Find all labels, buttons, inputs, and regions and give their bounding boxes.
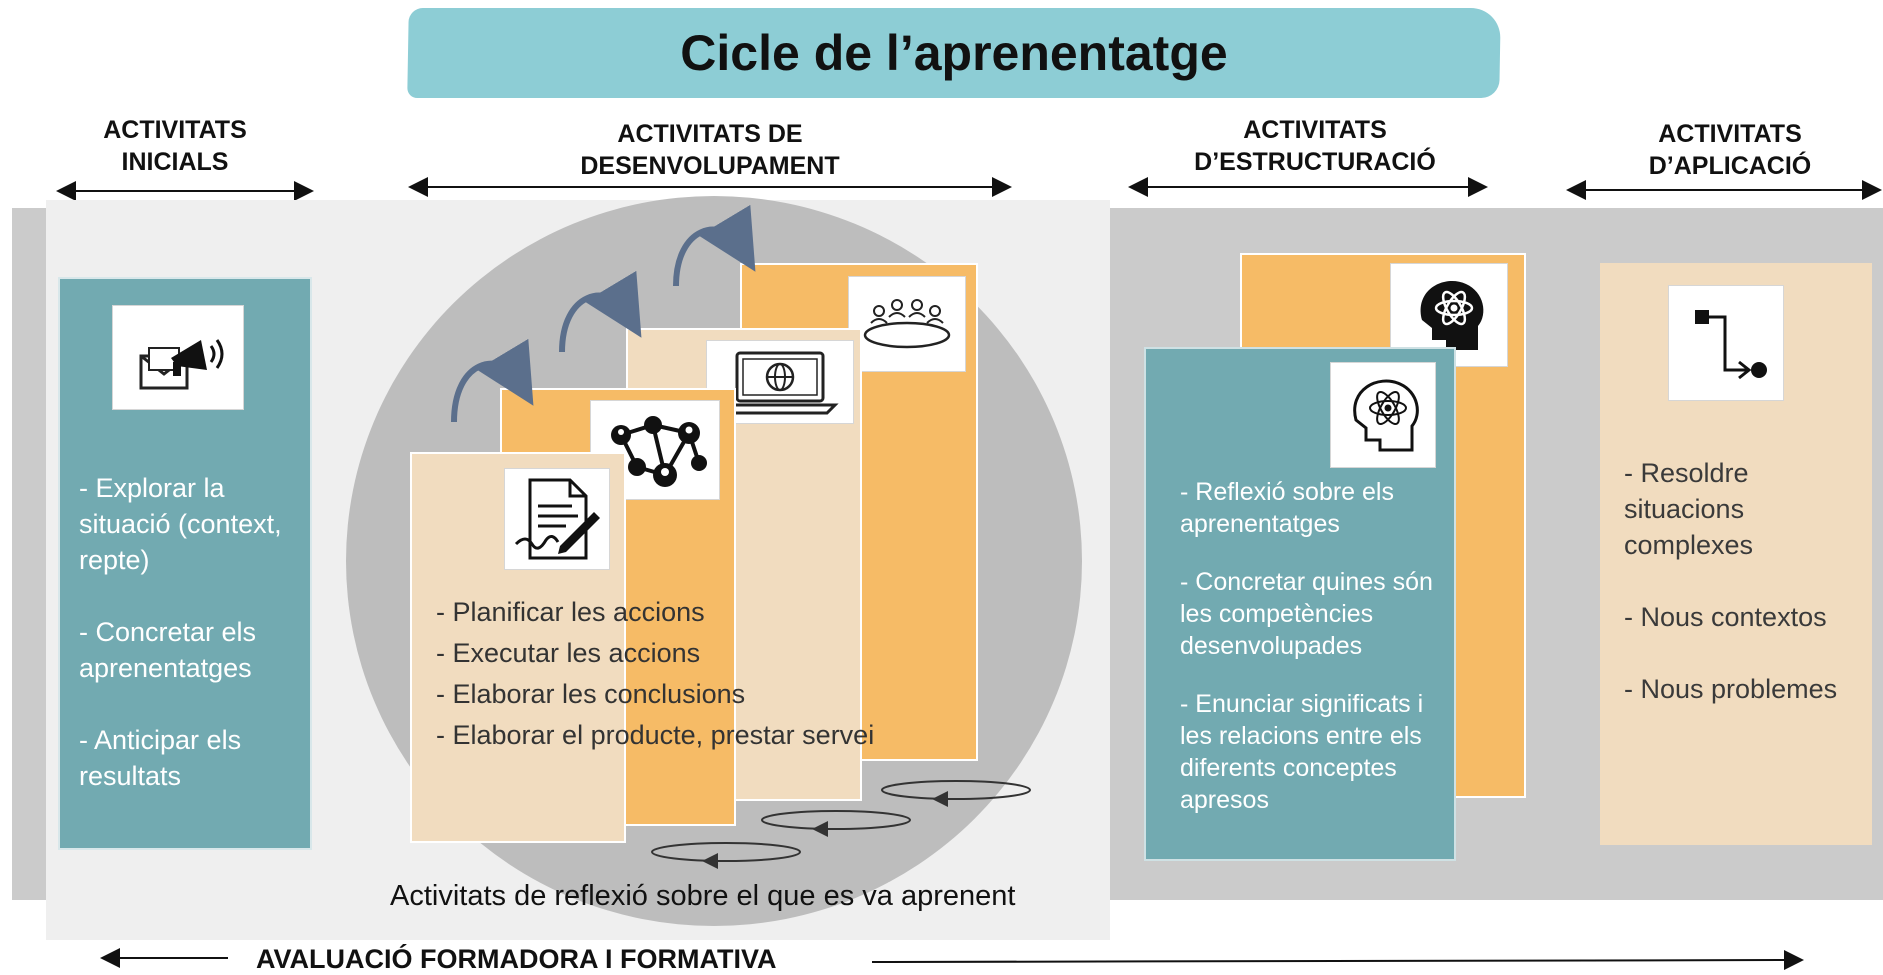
list-item: - Executar les accions bbox=[436, 638, 701, 668]
list-aplicacio: - Resoldre situacions complexes - Nous c… bbox=[1624, 455, 1864, 743]
cycle-arrows bbox=[651, 780, 1031, 869]
phase-arrows bbox=[56, 177, 1882, 201]
list-estructuracio: - Reflexió sobre els aprenentatges - Con… bbox=[1180, 476, 1458, 842]
list-inicials: - Explorar la situació (context, repte) … bbox=[79, 470, 304, 830]
reflection-caption: Activitats de reflexió sobre el que es v… bbox=[390, 880, 1016, 912]
list-item: - Elaborar el producte, prestar servei bbox=[436, 720, 875, 750]
evaluation-arrows bbox=[100, 948, 1804, 971]
document-signature-icon bbox=[504, 468, 610, 570]
flow-step-icon bbox=[1668, 285, 1784, 401]
list-item: - Concretar els aprenentatges bbox=[79, 617, 257, 683]
phase-heading-inicials: ACTIVITATS INICIALS bbox=[103, 116, 247, 176]
list-item: - Enunciar significats i les relacions e… bbox=[1180, 690, 1424, 814]
list-item: - Reflexió sobre els aprenentatges bbox=[1180, 478, 1394, 538]
step-arrows bbox=[451, 204, 756, 423]
evaluation-label: AVALUACIÓ FORMADORA I FORMATIVA bbox=[256, 944, 777, 974]
list-item: - Nous contextos bbox=[1624, 602, 1827, 632]
list-item: - Concretar quines són les competències … bbox=[1180, 568, 1433, 660]
phase-heading-desenvolupament: ACTIVITATS DE DESENVOLUPAMENT bbox=[580, 120, 840, 180]
list-item: - Elaborar les conclusions bbox=[436, 679, 746, 709]
meeting-table-icon bbox=[848, 276, 966, 372]
page-title: Cicle de l’aprenentatge bbox=[680, 25, 1228, 81]
phase-heading-estructuracio: ACTIVITATS D’ESTRUCTURACIÓ bbox=[1194, 116, 1436, 176]
list-item: - Explorar la situació (context, repte) bbox=[79, 473, 282, 575]
phase-heading-aplicacio: ACTIVITATS D’APLICACIÓ bbox=[1648, 120, 1812, 180]
list-item: - Planificar les accions bbox=[436, 597, 705, 627]
list-item: - Resoldre situacions complexes bbox=[1624, 458, 1754, 560]
list-desenvolupament: - Planificar les accions - Executar les … bbox=[436, 592, 956, 756]
mail-megaphone-icon bbox=[112, 305, 244, 410]
list-item: - Anticipar els resultats bbox=[79, 725, 242, 791]
head-atom-icon bbox=[1330, 362, 1436, 468]
list-item: - Nous problemes bbox=[1624, 674, 1838, 704]
